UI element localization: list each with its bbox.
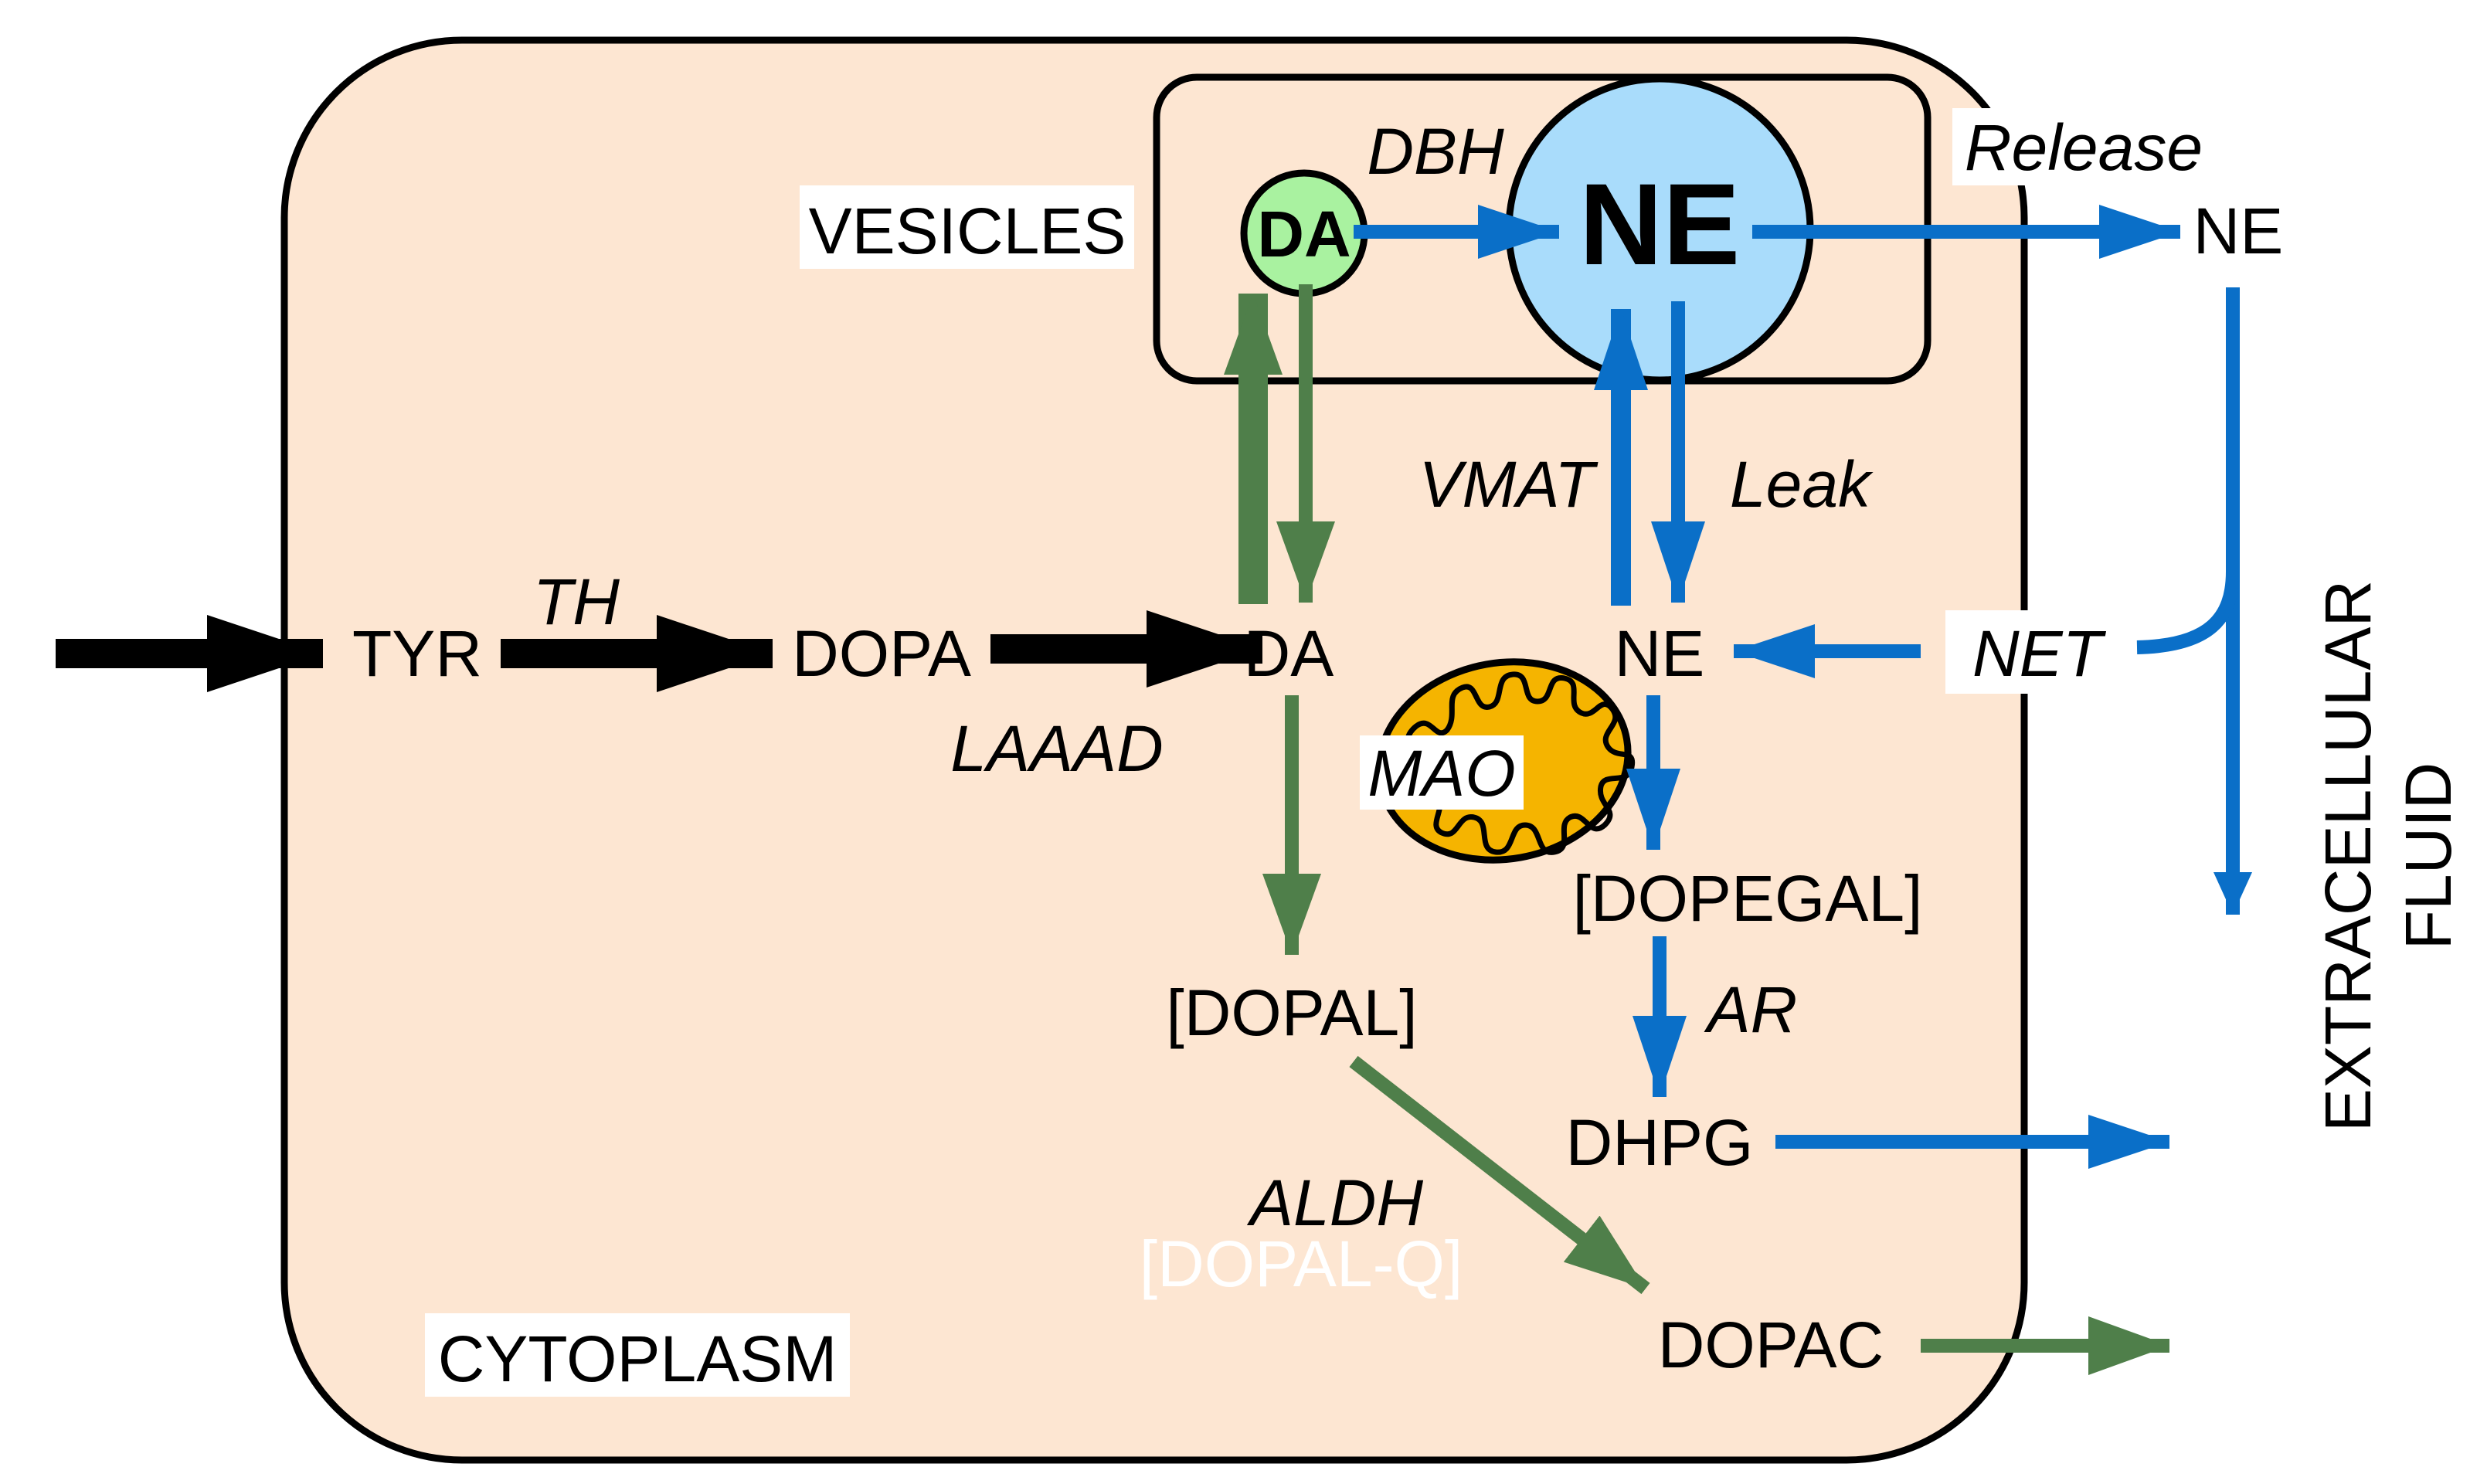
extracellular-label: EXTRACELLULAR xyxy=(2312,580,2384,1132)
arrow-dopal-to-dopac xyxy=(1349,1055,1650,1295)
vesicles-label-bg xyxy=(800,185,1134,269)
release-label-bg xyxy=(1952,108,2215,185)
cytoplasm-compartment xyxy=(280,36,2028,1464)
net-curve xyxy=(2136,571,2240,654)
vmat-label: VMAT xyxy=(1418,448,1599,521)
dopac-label: DOPAC xyxy=(1658,1309,1884,1381)
dopa-label: DOPA xyxy=(792,617,971,690)
th-label: TH xyxy=(533,565,620,638)
net-label: NET xyxy=(1972,617,2107,690)
release-label: Release xyxy=(1965,111,2203,184)
ne-vesicle-label: NE xyxy=(1579,159,1740,289)
synthesis-arrows xyxy=(56,610,1262,692)
dopal-q-label: [DOPAL-Q] xyxy=(1140,1228,1463,1300)
cytoplasm-label: CYTOPLASM xyxy=(438,1323,837,1395)
laaad-label: LAAAD xyxy=(950,712,1163,785)
vesicles-label: VESICLES xyxy=(809,195,1126,267)
dopegal-label: [DOPEGAL] xyxy=(1573,862,1923,935)
dbh-label: DBH xyxy=(1367,115,1504,188)
leak-label: Leak xyxy=(1730,448,1874,521)
mao-label: MAO xyxy=(1368,737,1515,810)
dopal-label: [DOPAL] xyxy=(1166,976,1417,1049)
da-cyto-label: DA xyxy=(1244,617,1334,690)
da-pathway-arrows xyxy=(1224,284,2169,1375)
net-label-bg xyxy=(1945,610,2129,694)
ar-label: AR xyxy=(1704,973,1798,1046)
da-vesicle-label: DA xyxy=(1257,198,1351,270)
ne-released-label: NE xyxy=(2193,195,2284,267)
tyr-label: TYR xyxy=(352,617,482,690)
dhpg-label: DHPG xyxy=(1566,1106,1754,1179)
fluid-label: FLUID xyxy=(2392,762,2465,950)
ne-cyto-label: NE xyxy=(1615,617,1705,690)
aldh-label: ALDH xyxy=(1246,1166,1423,1239)
ne-pathway-arrows xyxy=(1354,205,2252,1169)
cytoplasm-label-bg xyxy=(425,1313,850,1397)
mao-label-bg xyxy=(1360,735,1524,810)
